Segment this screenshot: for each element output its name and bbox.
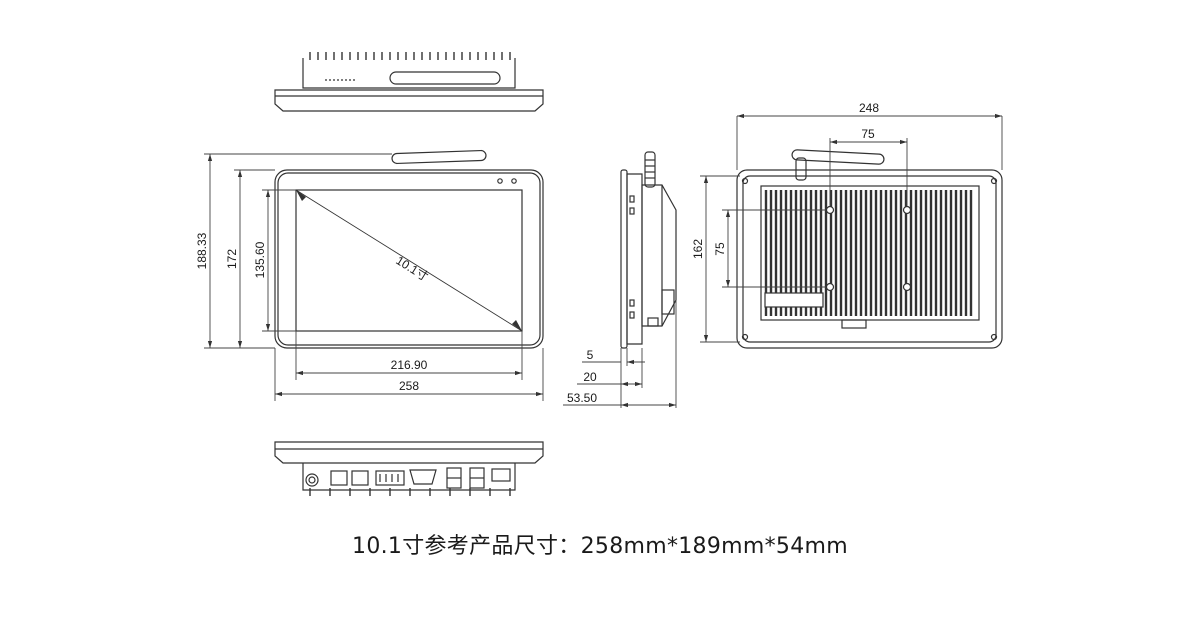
front-horizontal-dimensions	[274, 331, 544, 401]
dim-front-screen-width: 216.90	[391, 358, 428, 372]
bottom-view	[274, 441, 544, 496]
front-bezel	[274, 169, 544, 349]
rear-antenna	[795, 157, 807, 181]
front-screen	[295, 189, 523, 332]
caption: 10.1寸参考产品尺寸：258mm*189mm*54mm	[352, 534, 848, 559]
top-view-bezel	[274, 89, 544, 112]
bottom-view-fins	[309, 488, 511, 496]
vesa-hole-4	[902, 282, 912, 292]
side-housing	[641, 184, 677, 327]
dc-power-port	[491, 468, 511, 482]
side-antenna	[644, 151, 656, 188]
rear-label-plate	[764, 292, 824, 308]
rear-view	[736, 149, 1003, 349]
rear-outer-frame	[736, 169, 1003, 349]
led-indicator-2	[511, 178, 517, 184]
front-vertical-dimensions	[204, 153, 392, 349]
rear-dimensions	[700, 113, 1003, 343]
vesa-hole-2	[902, 205, 912, 215]
top-view-antenna	[389, 71, 501, 85]
top-view-fins	[309, 52, 511, 60]
dim-rear-height: 162	[691, 239, 705, 259]
dim-front-overall-height: 188.33	[195, 232, 209, 269]
side-front-panel	[620, 169, 628, 349]
vesa-hole-3	[825, 282, 835, 292]
power-button	[305, 473, 319, 487]
lan-port-2	[351, 470, 369, 486]
dim-side-front-thickness: 5	[587, 348, 594, 362]
dim-rear-mount-vertical: 75	[713, 242, 727, 256]
dim-rear-mount-horizontal: 75	[861, 127, 875, 141]
dim-front-screen-height: 135.60	[253, 241, 267, 278]
front-view-antenna	[391, 149, 487, 165]
side-dimensions	[563, 300, 677, 408]
top-view	[274, 52, 544, 112]
vesa-hole-1	[825, 205, 835, 215]
dim-side-total-depth: 53.50	[567, 391, 597, 405]
dim-rear-overall-width: 248	[859, 101, 879, 115]
com-port	[409, 469, 437, 485]
gpio-terminal	[375, 470, 405, 486]
dim-side-panel-depth: 20	[583, 370, 597, 384]
front-view	[274, 149, 544, 349]
bottom-view-bezel	[274, 441, 544, 464]
lan-port-1	[330, 470, 348, 486]
dim-front-overall-width: 258	[399, 379, 419, 393]
dim-front-bezel-height: 172	[225, 249, 239, 269]
rear-heatsink	[760, 185, 980, 321]
screen-size-label: 10.1寸	[393, 253, 430, 284]
led-indicator-1	[497, 178, 503, 184]
side-view	[620, 151, 677, 349]
